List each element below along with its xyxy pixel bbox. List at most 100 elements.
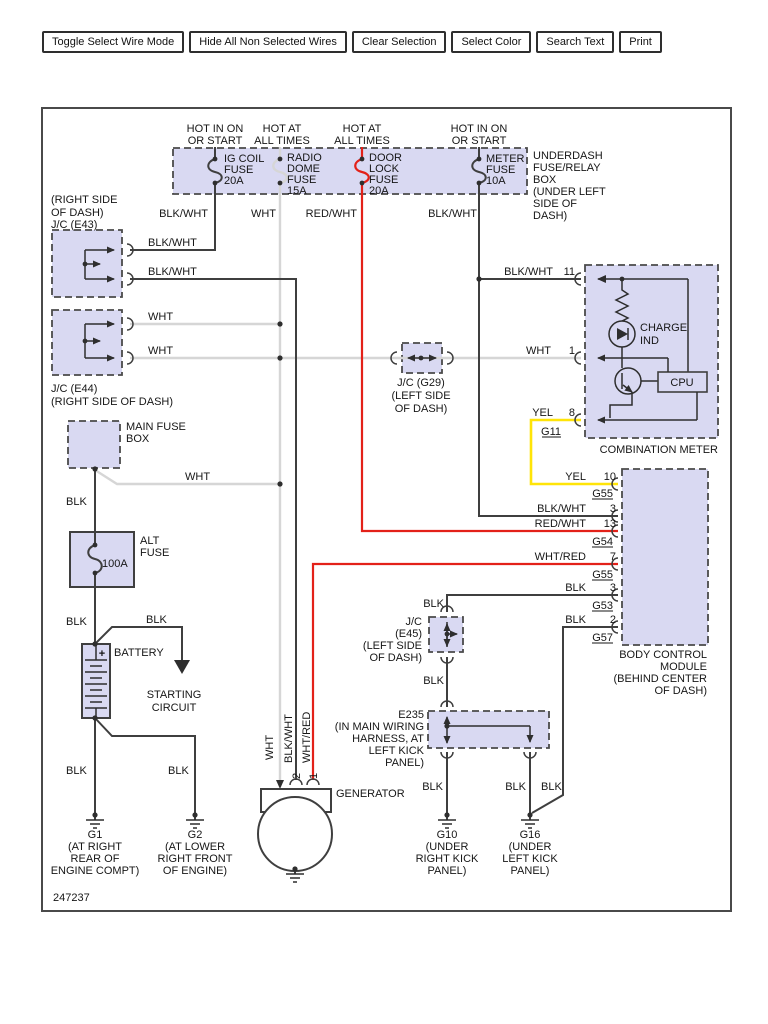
wire-label: BLK/WHT	[148, 237, 197, 249]
starting-circuit-label: STARTING	[147, 689, 202, 701]
feed-label: ALL TIMES	[334, 135, 390, 147]
fuse-label-radio: RADIO	[287, 152, 322, 164]
svg-text:(UNDER LEFT: (UNDER LEFT	[533, 186, 606, 198]
wire-yel-meter-to-bcm[interactable]	[529, 418, 618, 486]
jc-g29-title: J/C (G29)	[397, 377, 445, 389]
jc-e44-box[interactable]	[51, 309, 123, 376]
generator-pin1: 1	[308, 773, 320, 779]
wire-blk-to-starting-circuit[interactable]	[94, 626, 183, 660]
generator-circle[interactable]	[257, 796, 333, 872]
dark-wires[interactable]	[87, 147, 618, 815]
wire-label: RED/WHT	[535, 518, 587, 530]
svg-text:(AT RIGHT: (AT RIGHT	[68, 841, 122, 853]
pin-number: 7	[610, 551, 616, 563]
ground-g1-label: G1	[88, 829, 103, 841]
wire-label: BLK	[66, 765, 87, 777]
svg-text:CIRCUIT: CIRCUIT	[152, 702, 197, 714]
svg-text:RIGHT KICK: RIGHT KICK	[416, 853, 479, 865]
svg-text:OF DASH): OF DASH)	[654, 685, 707, 697]
jc-e43-title: (RIGHT SIDE	[51, 194, 117, 206]
hide-non-selected-wires-button[interactable]: Hide All Non Selected Wires	[189, 31, 347, 53]
main-fuse-box[interactable]	[67, 420, 121, 469]
connector-id: G53	[592, 600, 613, 612]
wire-label: WHT	[148, 345, 173, 357]
pin-number: 11	[564, 266, 575, 278]
alt-fuse-label: ALT	[140, 535, 160, 547]
svg-text:DASH): DASH)	[533, 210, 567, 222]
pin-number: 3	[610, 503, 616, 515]
alt-fuse-box[interactable]	[69, 531, 135, 588]
charge-ind-label: CHARGE	[640, 322, 687, 334]
jc-e45-title: J/C	[406, 616, 423, 628]
svg-text:FUSE: FUSE	[486, 164, 515, 176]
diagram-labels: HOT IN ON OR START HOT AT ALL TIMES HOT …	[51, 123, 718, 904]
wire-label: BLK	[423, 675, 444, 687]
wire-label: WHT	[251, 208, 276, 220]
battery-internals	[85, 644, 107, 718]
feed-label: ALL TIMES	[254, 135, 310, 147]
wire-label: BLK/WHT	[159, 208, 208, 220]
main-fuse-box-label: MAIN FUSE	[126, 421, 186, 433]
svg-text:LEFT KICK: LEFT KICK	[369, 745, 425, 757]
svg-text:LOCK: LOCK	[369, 163, 400, 175]
red-wires[interactable]	[311, 147, 618, 780]
wire-redwht-to-bcm[interactable]	[360, 183, 618, 533]
page-border	[41, 107, 732, 912]
svg-text:MODULE: MODULE	[660, 661, 707, 673]
generator-label: GENERATOR	[336, 788, 405, 800]
wire-label: RED/WHT	[306, 208, 358, 220]
svg-text:RIGHT FRONT: RIGHT FRONT	[158, 853, 233, 865]
toggle-select-wire-mode-button[interactable]: Toggle Select Wire Mode	[42, 31, 185, 53]
starting-circuit-arrow	[174, 660, 190, 674]
fuse-element-radio[interactable]	[272, 157, 288, 185]
wire-blk-bcm-g57-to-g16[interactable]	[531, 626, 618, 814]
search-text-button[interactable]: Search Text	[536, 31, 615, 53]
wire-blk-battery-to-g2[interactable]	[94, 717, 196, 815]
svg-text:(E45): (E45)	[395, 628, 422, 640]
feed-label: HOT AT	[263, 123, 302, 135]
fuse-element-ig[interactable]	[207, 158, 223, 184]
svg-text:PANEL): PANEL)	[385, 757, 424, 769]
clear-selection-button[interactable]: Clear Selection	[351, 31, 447, 53]
svg-text:ENGINE COMPT): ENGINE COMPT)	[51, 865, 140, 877]
body-control-module-box[interactable]	[621, 468, 709, 646]
combination-meter-box[interactable]	[584, 264, 719, 439]
wire-label: WHT	[148, 311, 173, 323]
pin-number: 13	[604, 518, 616, 530]
pin-number: 8	[569, 407, 575, 419]
wire-label: BLK	[565, 582, 586, 594]
fuse-element-alt[interactable]	[87, 544, 103, 574]
wire-label: BLK	[168, 765, 189, 777]
wire-blkwht-ig-to-e43[interactable]	[130, 183, 216, 251]
print-button[interactable]: Print	[619, 31, 662, 53]
wire-blkwht-meterfuse-to-bcm[interactable]	[478, 183, 618, 517]
wire-label: BLK/WHT	[504, 266, 553, 278]
wire-label: BLK	[541, 781, 562, 793]
svg-text:PANEL): PANEL)	[428, 865, 467, 877]
ground-g16-label: G16	[520, 829, 541, 841]
select-color-button[interactable]: Select Color	[451, 31, 532, 53]
cpu-box	[657, 371, 708, 393]
wire-whtred-generator-to-bcm[interactable]	[311, 562, 618, 780]
e235-box[interactable]	[427, 710, 550, 749]
connector-id: G11	[541, 426, 561, 438]
wire-label: YEL	[532, 407, 553, 419]
svg-text:SIDE OF: SIDE OF	[533, 198, 577, 210]
fuse-element-meter[interactable]	[471, 158, 487, 184]
wire-label-rotated: WHT	[264, 735, 276, 760]
wire-label-rotated: WHT/RED	[301, 712, 313, 763]
feed-label: HOT IN ON	[187, 123, 244, 135]
svg-text:HARNESS, AT: HARNESS, AT	[352, 733, 424, 745]
svg-text:(RIGHT SIDE OF DASH): (RIGHT SIDE OF DASH)	[51, 396, 173, 408]
wire-blkwht-e43-to-generator[interactable]	[130, 278, 297, 780]
underdash-fuse-relay-box[interactable]	[172, 147, 528, 195]
wire-label: BLK	[505, 781, 526, 793]
connector-id: G54	[592, 536, 613, 548]
wire-label: BLK	[66, 616, 87, 628]
wire-label: BLK	[146, 614, 167, 626]
fuse-element-doorlock[interactable]	[354, 157, 370, 185]
svg-text:FUSE: FUSE	[224, 164, 253, 176]
wire-wht-to-main-fuse-box[interactable]	[94, 468, 280, 486]
